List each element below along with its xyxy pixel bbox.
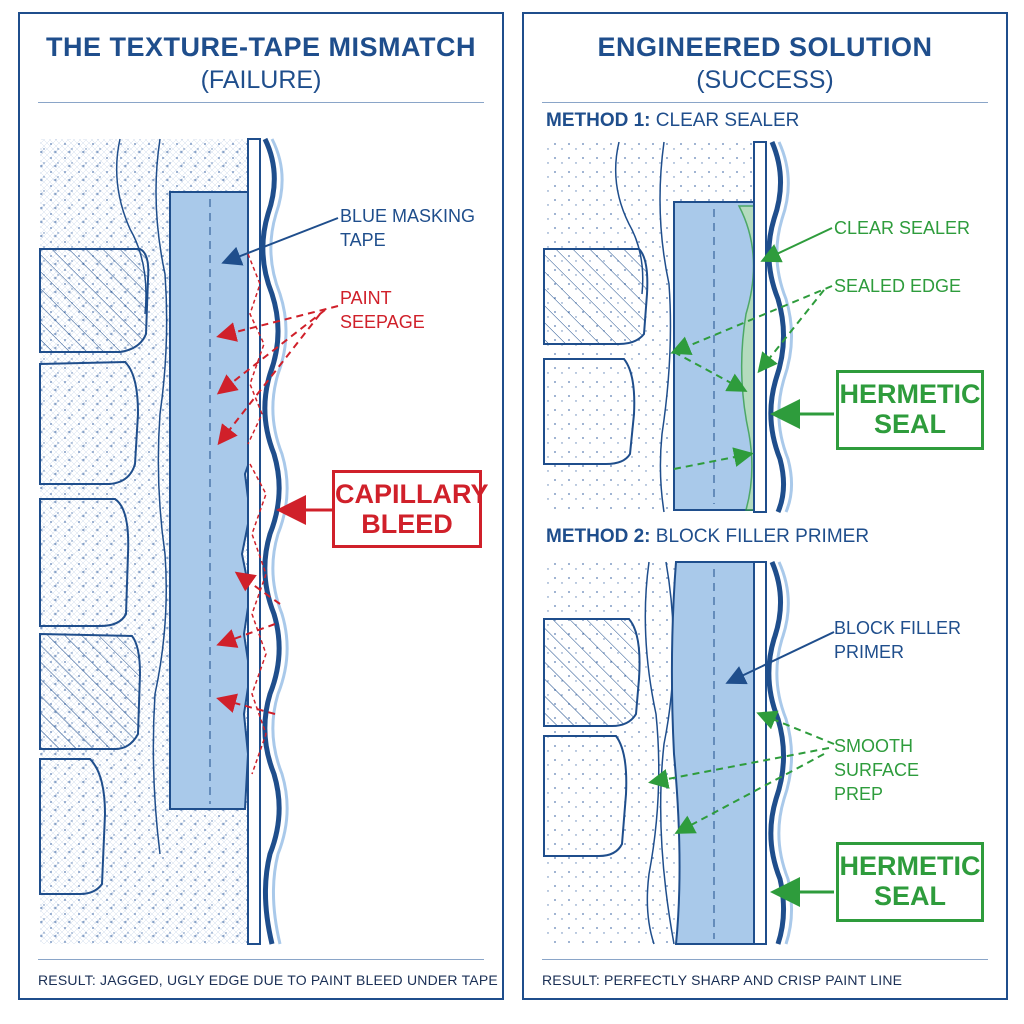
hermetic-seal-callout-1: HERMETIC SEAL — [836, 370, 984, 450]
failure-panel: THE TEXTURE-TAPE MISMATCH (FAILURE) — [18, 12, 504, 1000]
title-divider — [38, 102, 484, 103]
failure-result: RESULT: JAGGED, UGLY EDGE DUE TO PAINT B… — [38, 972, 498, 988]
success-panel: ENGINEERED SOLUTION (SUCCESS) METHOD 1: … — [522, 12, 1008, 1000]
block-filler-label: BLOCK FILLER PRIMER — [834, 618, 962, 662]
result-divider — [38, 959, 484, 960]
tape-label: BLUE MASKING TAPE — [340, 206, 476, 250]
success-subtitle: (SUCCESS) — [696, 66, 834, 94]
hermetic-seal-callout-2: HERMETIC SEAL — [836, 842, 984, 922]
clear-sealer-label: CLEAR SEALER — [834, 218, 971, 238]
method-2-name: BLOCK FILLER PRIMER — [655, 526, 870, 547]
failure-diagram — [39, 137, 339, 945]
failure-subtitle: (FAILURE) — [200, 66, 322, 94]
seepage-label: PAINT SEEPAGE — [340, 288, 425, 332]
success-diagram — [543, 141, 835, 945]
method-2-prefix: METHOD 2: — [546, 526, 651, 547]
failure-title: THE TEXTURE-TAPE MISMATCH — [46, 32, 476, 62]
success-result: RESULT: PERFECTLY SHARP AND CRISP PAINT … — [542, 972, 903, 988]
method-1-heading: METHOD 1: CLEAR SEALER — [546, 110, 799, 132]
method-2-heading: METHOD 2: BLOCK FILLER PRIMER — [546, 526, 869, 548]
sealed-edge-label: SEALED EDGE — [834, 276, 962, 296]
method-1-name: CLEAR SEALER — [655, 110, 800, 131]
method-1-prefix: METHOD 1: — [546, 110, 651, 131]
smooth-surface-label: SMOOTH SURFACE PREP — [834, 736, 920, 804]
result-divider — [542, 959, 988, 960]
capillary-bleed-callout: CAPILLARY BLEED — [332, 470, 489, 548]
title-divider — [542, 102, 988, 103]
success-title: ENGINEERED SOLUTION — [597, 32, 933, 62]
